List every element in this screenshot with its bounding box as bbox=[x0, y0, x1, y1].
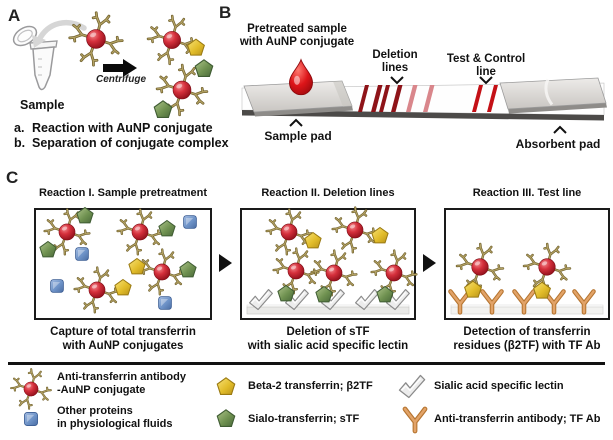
tf-antibody-legend-icon bbox=[401, 405, 429, 433]
absorbent-pad-label: Absorbent pad bbox=[515, 137, 601, 151]
flow-arrow-icon bbox=[219, 254, 232, 272]
reaction2-box bbox=[240, 208, 416, 320]
reaction1-box bbox=[34, 208, 212, 320]
reaction3-title: Reaction III. Test line bbox=[472, 187, 582, 199]
chevron-up-icon bbox=[553, 125, 567, 134]
legend-beta2tf-label: Beta-2 transferrin; β2TF bbox=[248, 380, 373, 392]
test-control-lines bbox=[472, 85, 498, 112]
aunp-conjugate-legend-icon bbox=[10, 368, 52, 408]
strip-edge bbox=[242, 110, 604, 121]
lectin-legend-icon bbox=[398, 374, 426, 399]
step-a-text: Reaction with AuNP conjugate bbox=[32, 121, 213, 135]
reaction1-illustration bbox=[36, 210, 197, 318]
sialo-transferrin-legend-icon bbox=[214, 407, 238, 431]
chevron-down-icon bbox=[479, 76, 493, 85]
legend-lectin-label: Sialic acid specific lectin bbox=[434, 380, 564, 392]
legend-stf-label: Sialo-transferrin; sTF bbox=[248, 413, 360, 425]
deletion-lines-label: Deletion lines bbox=[372, 49, 418, 74]
pretreated-sample-label: Pretreated sample with AuNP conjugate bbox=[239, 23, 355, 48]
beta2-transferrin-legend-icon bbox=[214, 375, 238, 399]
reaction3-illustration bbox=[446, 210, 604, 318]
centrifuge-arrow-icon bbox=[103, 59, 137, 77]
reaction1-caption: Capture of total transferrin with AuNP c… bbox=[50, 326, 196, 352]
deletion-lines bbox=[358, 85, 435, 112]
reaction3-box bbox=[444, 208, 610, 320]
legend-divider bbox=[8, 362, 605, 365]
legend-aunp-label: Anti-transferrin antibody -AuNP conjugat… bbox=[57, 371, 186, 396]
strip-sample-pad bbox=[243, 80, 353, 117]
centrifuge-label: Centrifuge bbox=[96, 74, 146, 85]
lateral-flow-strip bbox=[241, 77, 607, 121]
blood-drop-icon bbox=[288, 59, 314, 96]
step-a: a. Reaction with AuNP conjugate bbox=[14, 121, 213, 136]
reaction2-illustration bbox=[246, 210, 414, 315]
panel-b-letter: B bbox=[219, 3, 232, 22]
chevron-down-icon bbox=[390, 76, 404, 85]
reaction2-title: Reaction II. Deletion lines bbox=[261, 187, 395, 199]
reaction2-caption: Deletion of sTF with sialic acid specifi… bbox=[247, 326, 409, 352]
step-b: b. Separation of conjugate complex bbox=[14, 136, 229, 151]
legend-tfab-label: Anti-transferrin antibody; TF Ab bbox=[434, 413, 601, 425]
test-control-label: Test & Control line bbox=[446, 53, 526, 78]
reaction3-caption: Detection of transferrin residues (β2TF)… bbox=[453, 326, 601, 352]
panel-a-letter: A bbox=[8, 6, 21, 25]
sample-tube-icon bbox=[12, 25, 58, 91]
panel-c-letter: C bbox=[6, 168, 19, 187]
sample-label: Sample bbox=[20, 98, 65, 112]
step-b-text: Separation of conjugate complex bbox=[32, 136, 229, 150]
strip-absorbent-pad bbox=[499, 77, 607, 114]
flow-arrow-icon bbox=[423, 254, 436, 272]
legend-other-proteins-label: Other proteins in physiological fluids bbox=[57, 405, 173, 430]
step-b-prefix: b. bbox=[14, 136, 26, 150]
sample-pad-label: Sample pad bbox=[264, 129, 332, 143]
reaction1-title: Reaction I. Sample pretreatment bbox=[38, 187, 208, 199]
other-protein-legend-icon bbox=[24, 412, 38, 426]
step-a-prefix: a. bbox=[14, 121, 25, 135]
chevron-up-icon bbox=[289, 118, 303, 127]
